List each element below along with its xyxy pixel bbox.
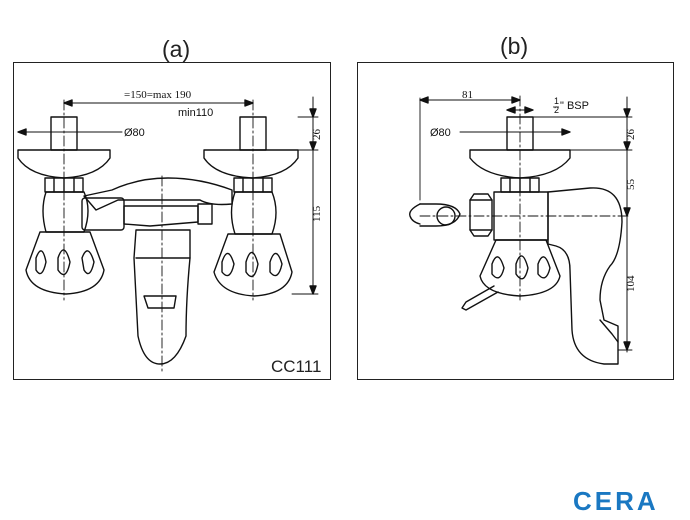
shower-holder — [409, 203, 421, 225]
dim-thread-num: 1 — [554, 96, 559, 106]
right-valve-body — [230, 191, 277, 235]
panel-b-drawing — [409, 95, 633, 365]
panel-b-frame — [357, 62, 674, 380]
cross-body — [83, 177, 233, 211]
dim-offset: 81 — [462, 89, 473, 101]
left-handle — [25, 231, 105, 295]
model-code: CC111 — [271, 357, 322, 376]
dim-min: min110 — [178, 107, 213, 119]
dim-height-body-a: 115 — [311, 205, 323, 222]
panel-a-drawing — [17, 96, 319, 373]
dim-height-mid-b: 55 — [625, 179, 637, 191]
dim-thread-den: 2 — [554, 105, 559, 115]
diverter-knob — [197, 203, 213, 225]
right-flange — [203, 149, 299, 179]
dim-thread-unit: " BSP — [560, 100, 589, 112]
dim-diameter-a: Ø80 — [124, 127, 145, 139]
side-spout — [547, 187, 623, 365]
side-lever — [461, 285, 499, 311]
right-handle — [213, 233, 293, 297]
panel-a-label: (a) — [162, 36, 191, 62]
spout — [133, 229, 191, 365]
dim-diameter-b: Ø80 — [430, 127, 451, 139]
dim-height-top-a: 26 — [311, 129, 323, 141]
dim-spacing: =150=max 190 — [124, 89, 192, 101]
panel-a-frame — [13, 62, 331, 380]
dim-height-top-b: 26 — [625, 129, 637, 141]
brand-logo: CERA — [573, 486, 659, 516]
dim-height-low-b: 104 — [625, 275, 637, 292]
left-valve-body — [42, 191, 89, 233]
panel-b-label: (b) — [500, 33, 529, 59]
